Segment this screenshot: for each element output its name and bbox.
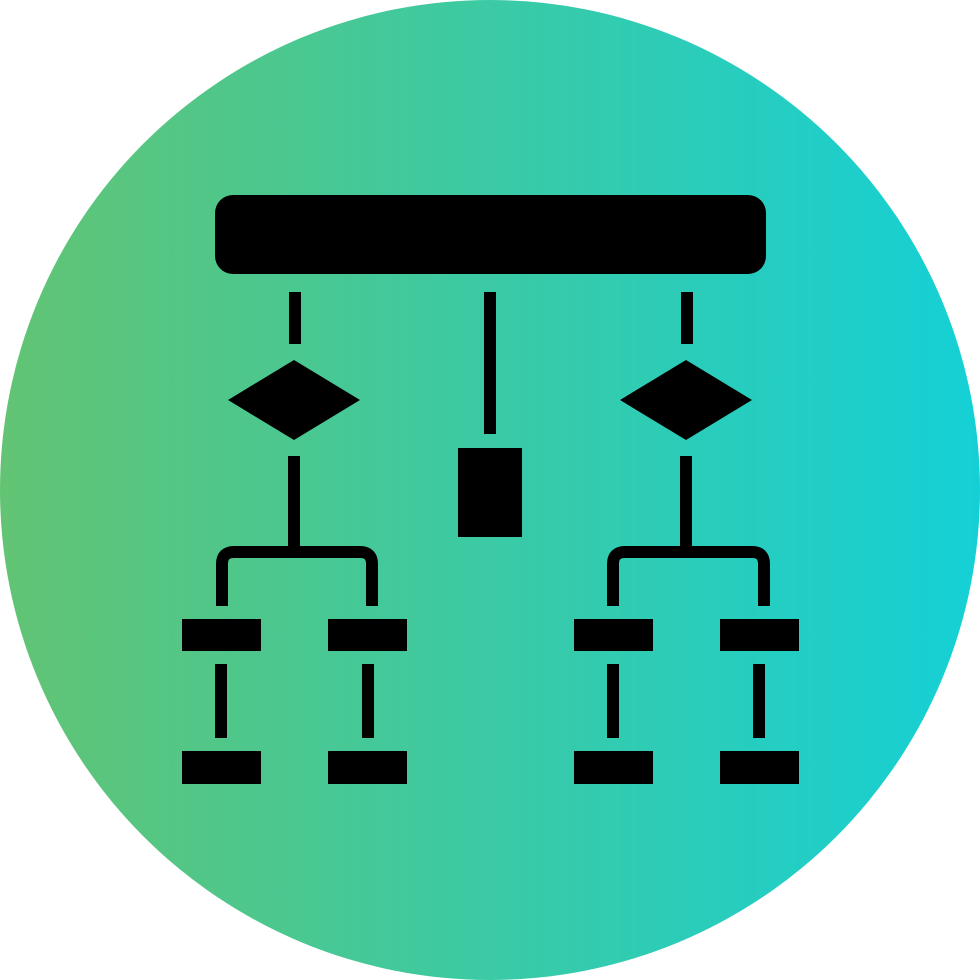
leaf-end-box-1 (182, 751, 261, 784)
leaf-end-box-2 (328, 751, 407, 784)
leaf-box-4 (720, 619, 799, 651)
leaf-connector-2 (362, 664, 374, 738)
leaf-box-2 (328, 619, 407, 651)
left-decision-diamond (228, 360, 360, 440)
center-process-box (458, 448, 522, 537)
left-top-connector (289, 292, 301, 344)
top-process-bar (215, 195, 766, 274)
left-branch-stem (288, 456, 300, 552)
leaf-box-1 (182, 619, 261, 651)
leaf-end-box-4 (720, 751, 799, 784)
leaf-connector-1 (215, 664, 227, 738)
center-connector (484, 292, 496, 434)
leaf-connector-3 (607, 664, 619, 738)
leaf-connector-4 (753, 664, 765, 738)
leaf-end-box-3 (574, 751, 653, 784)
right-branch-split (607, 546, 770, 606)
left-branch-split (216, 546, 378, 606)
right-decision-diamond (620, 360, 752, 440)
flowchart-glyph (182, 195, 799, 784)
right-top-connector (681, 292, 693, 344)
leaf-box-3 (574, 619, 653, 651)
right-branch-stem (680, 456, 692, 552)
